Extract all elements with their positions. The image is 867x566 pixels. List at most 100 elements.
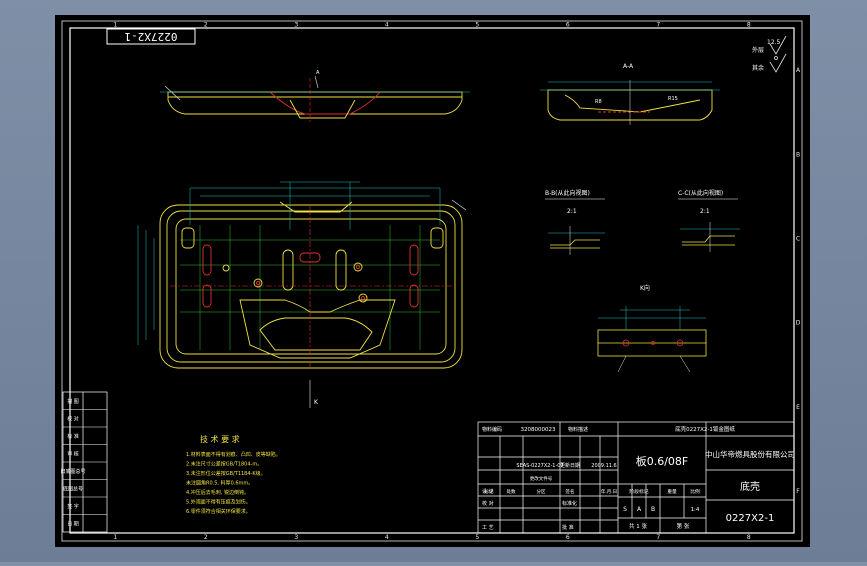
tech-req-item: 3.未注形位公差按GB/T1184-K级。 [186,470,266,477]
roughness-label-outer: 外层 [752,46,764,54]
inner-frame [69,27,795,534]
roughness-symbols [769,35,787,73]
column-number: 7 [656,22,660,29]
tb-stage-mark: S [623,506,627,513]
row-letter: C [796,235,800,242]
tb-sheet-no: 第 张 [677,522,690,530]
row-letter: D [796,320,801,327]
tb-sheets-total: 共 1 张 [629,522,647,530]
column-number: 3 [294,22,298,29]
svg-text:A: A [316,70,320,76]
section-b-label: B-B(从此向视图) [545,189,590,197]
column-number: 5 [475,22,479,29]
drawing-code-stamp-box [106,28,196,45]
view-k [597,306,707,373]
tb-top-left-label: 物料编码 [482,426,502,433]
row-letter: F [796,488,800,495]
tech-req-item: 2.未注尺寸公差按GB/T1804-m。 [186,461,262,468]
row-letter: B [796,151,800,158]
tb-part-name: 底壳 [740,480,760,493]
column-number: 7 [656,534,660,541]
column-number: 8 [747,22,751,29]
strip-row-label: 日 期 [67,521,79,527]
tb-top-desc: 底壳0227X2-1钣金图纸 [675,425,735,433]
column-number: 6 [566,22,570,29]
tb-part-code: 0227X2-1 [726,513,775,524]
strip-row-label: 旧底图总号 [60,468,85,475]
row-ruler-right: A B C D E F [796,67,801,495]
tb-top-mid-label: 物料描述 [568,426,588,433]
tb-stage-mark: A [637,506,642,513]
tb-material: 板0.6/08F [636,454,689,468]
column-number: 2 [204,22,208,29]
tb-company: 中山华帝燃具股份有限公司 [705,449,795,459]
front-section-view: A [160,70,470,122]
tech-req-item: 5.外观面不得有压痕及划伤。 [186,499,251,506]
tb-stage-col: 比例 [690,488,700,495]
section-c-scale: 2:1 [700,208,710,215]
plan-view: K [137,181,467,408]
tb-approve-label: 批 准 [562,524,574,531]
column-number: 6 [566,534,570,541]
tb-design-label: 设 计 [482,488,494,495]
tb-stage-cols: 阶段标记 重量 比例 [629,488,700,495]
tb-ref-label: 更新日期 [560,462,580,469]
svg-text:R15: R15 [668,96,678,102]
outer-frame [61,20,803,542]
tb-stage-col: 阶段标记 [629,488,648,495]
drawing-sheet [55,15,810,547]
tb-check-label: 校 对 [482,500,494,507]
tb-change-col: 标记 [485,488,494,495]
tb-top-code: 3208000023 [521,427,556,433]
tb-ref-code: SEAS-0227X2-1-07 [516,463,563,469]
tb-change-col: 分区 [537,488,546,495]
tech-req-item: 6.零件须符合相关环保要求。 [186,508,251,515]
tb-process-label: 工 艺 [482,525,494,531]
column-number: 1 [113,534,117,541]
tb-change-label: 更改文件号 [530,475,553,482]
tech-req-item: 4.冲压后去毛刺, 锐边倒钝。 [186,489,249,496]
strip-row-label: 签 字 [67,503,79,510]
strip-row-label: 校 对 [67,415,79,422]
tb-ref-date: 2009.11.6 [591,463,616,469]
tb-stage-mark: B [651,506,655,513]
tb-scale: 1:4 [691,507,700,513]
column-number: 2 [204,534,208,541]
tech-req-item: 未注圆角R0.5, 料厚0.6mm。 [186,480,253,487]
view-k-label: K向 [640,284,650,292]
strip-row-label: 底图总号 [63,485,83,492]
section-a-label: A-A [623,63,634,70]
section-b-scale: 2:1 [567,208,577,215]
column-number: 4 [385,22,389,29]
view-k-marker: K [314,399,319,406]
roughness-value: 12.5 [767,39,781,46]
tech-req-title: 技 术 要 求 [200,434,240,444]
tb-change-cols: 标记处数分区签名年.月.日 [485,488,618,495]
strip-row-label: 描 图 [67,398,79,405]
tb-change-col: 年.月.日 [601,488,617,495]
section-b-view [548,226,605,255]
strip-row-label: 标 准 [67,433,79,440]
tech-req-item: 1.材料表面不得有划痕、凸凹、皮等缺陷。 [186,451,281,458]
tb-change-col: 处数 [507,488,516,495]
row-letter: E [796,404,800,411]
column-number: 3 [294,534,298,541]
tb-stage-col: 重量 [667,488,677,495]
column-number: 5 [475,534,479,541]
strip-row-label: 审 核 [67,450,79,457]
section-c-label: C-C(从此向视图) [678,189,723,197]
title-block-lines [477,421,795,534]
roughness-label-rest: 其余 [752,64,764,72]
section-a-view: R8 R15 [540,80,720,125]
row-letter: A [796,67,801,74]
section-c-view [680,222,740,252]
drawing-code-stamp: 0227X2-1 [125,30,178,43]
svg-text:R8: R8 [595,99,602,105]
tech-req-list: 1.材料表面不得有划痕、凸凹、皮等缺陷。 2.未注尺寸公差按GB/T1804-m。… [186,451,281,515]
column-number: 8 [747,534,751,541]
column-number: 1 [113,22,117,29]
